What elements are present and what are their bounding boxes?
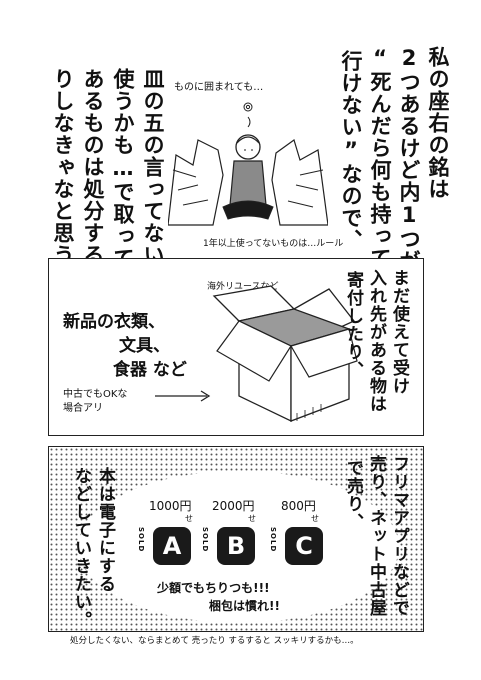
open-box-illustration [212, 285, 358, 423]
price-b: 2000円 [212, 499, 255, 513]
motto-line-3: “死んだら何も持って [368, 46, 392, 269]
motto-line-1: 私の座右の銘は [426, 46, 450, 200]
sold-label-b: SOLD [201, 527, 209, 553]
item-stationery: 文具、 [119, 336, 170, 356]
footnote-text: 1年以上使ってないものは…ルール [203, 239, 344, 249]
panel-3: フリマアプリなどで 売り、ネット中古屋 で売り、 本は電子にする などしていきた… [48, 446, 424, 632]
price-unit-a: せ [185, 514, 193, 523]
box-label: 海外リユースなど [207, 282, 279, 292]
item-badge-b: B [217, 527, 255, 565]
item-badge-c: C [285, 527, 323, 565]
used-ok-note-1: 中古でもOKな [63, 389, 128, 400]
used-ok-note-2: 場合アリ [63, 403, 103, 414]
rule-line-3: あるものは処分するな [81, 68, 105, 288]
price-a: 1000円 [149, 499, 192, 513]
rule-line-1: 皿の五の言ってないで [141, 68, 165, 288]
item-dishes: 食器 など [113, 360, 187, 380]
footer-caption: 処分したくない、ならまとめて 売ったり するすると スッキリするかも…。 [70, 636, 359, 646]
sell-line-3: で売り、 [343, 459, 363, 531]
sold-label-a: SOLD [137, 527, 145, 553]
rule-line-4: りしなきゃなと思う。 [51, 68, 75, 288]
price-c: 800円 [281, 499, 316, 513]
panel-2: 新品の衣類、 文具、 食器 など 中古でもOKな 場合アリ 海外リユースなど ま… [48, 258, 424, 436]
donate-line-2: 入れ先がある物は [366, 269, 386, 413]
sell-line-1: フリマアプリなどで [389, 455, 409, 617]
small-amount-text: 少額でもちりつも!!! [157, 581, 270, 595]
packing-text: 梱包は慣れ!! [209, 599, 280, 613]
price-unit-c: せ [311, 514, 319, 523]
donate-line-3: 寄付したり、 [343, 271, 363, 379]
book-line-1: 本は電子にする [95, 467, 115, 593]
price-unit-b: せ [248, 514, 256, 523]
motto-line-4: 行けない”なので、 [339, 50, 363, 251]
motto-line-2: 2つあるけど内1つが [397, 46, 421, 272]
sell-line-2: 売り、ネット中古屋 [366, 455, 386, 617]
speech-text: ものに囲まれても… [174, 82, 264, 93]
sold-label-c: SOLD [269, 527, 277, 553]
item-badge-a: A [153, 527, 191, 565]
person-in-clutter-illustration [168, 102, 328, 226]
arrow-icon [155, 390, 211, 402]
panel-1: 私の座右の銘は 2つあるけど内1つが “死んだら何も持って 行けない”なので、 … [28, 40, 458, 335]
donate-line-1: まだ使えて受け [389, 269, 409, 395]
book-line-2: などしていきたい。 [71, 467, 91, 629]
item-clothes: 新品の衣類、 [63, 312, 165, 332]
